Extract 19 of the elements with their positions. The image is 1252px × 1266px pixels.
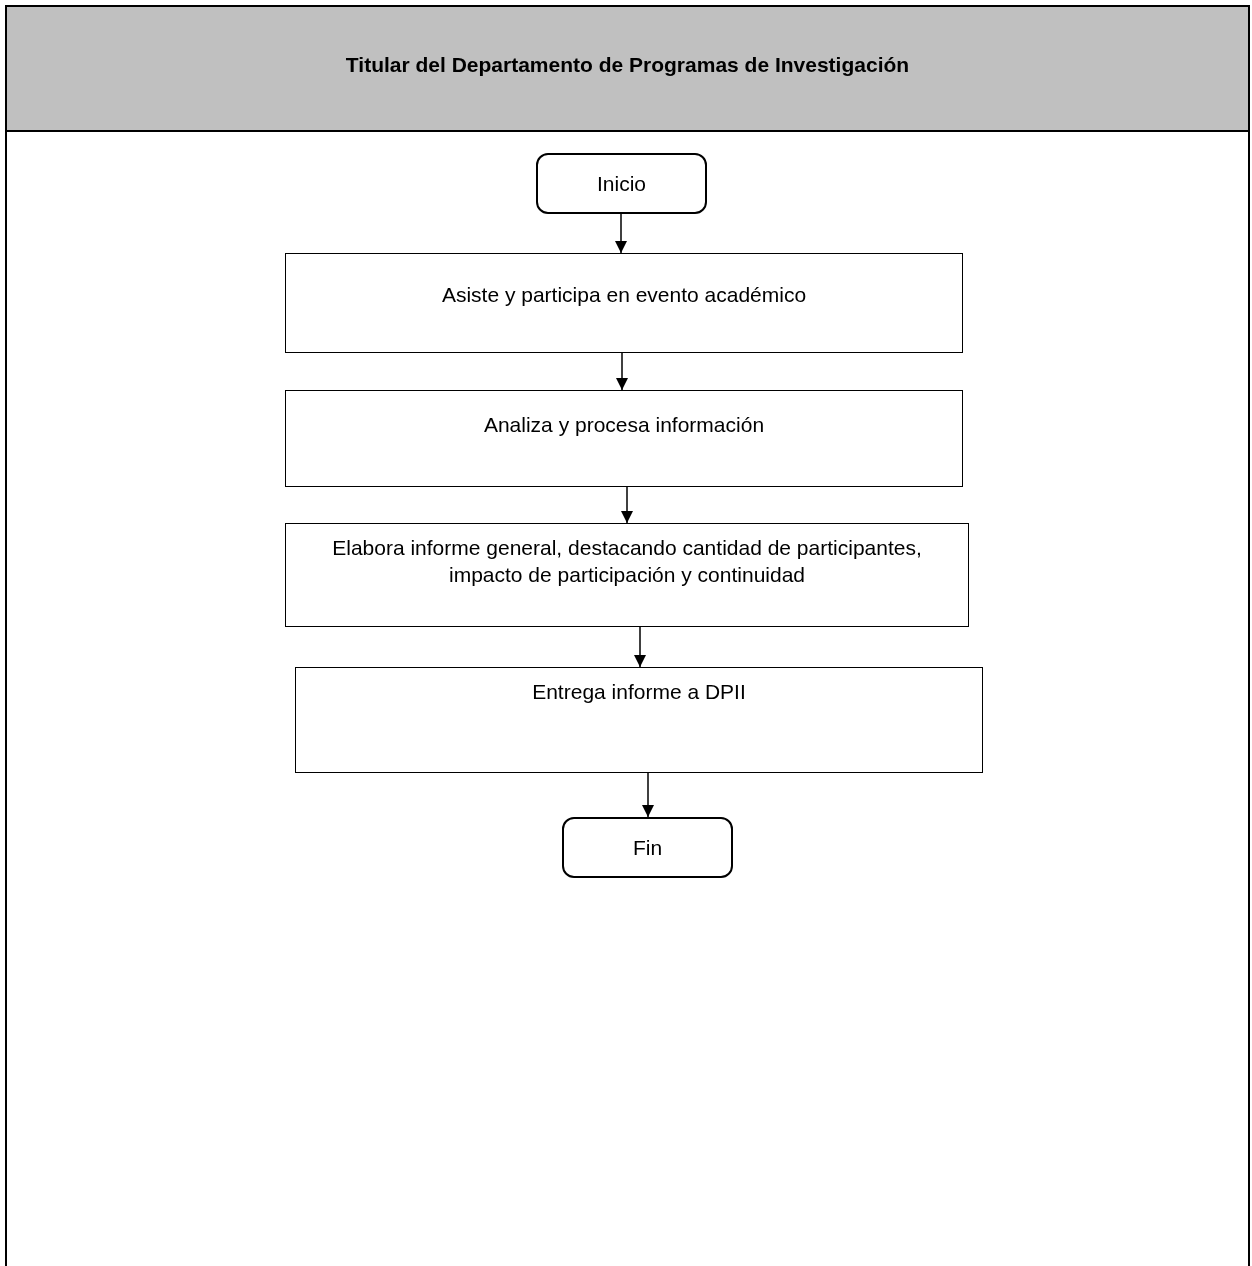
step-text: Analiza y procesa información	[483, 412, 765, 438]
step-text: Asiste y participa en evento académico	[441, 282, 807, 308]
process-box	[285, 390, 963, 487]
step-text: Fin	[632, 834, 663, 861]
arrow	[642, 772, 654, 818]
arrow	[621, 486, 633, 524]
step-text: Entrega informe a DPII	[532, 679, 746, 705]
swimlane	[5, 5, 1250, 1266]
step-text: Elabora informe general, destacando cantidad de participantes, impacto de participación y continuidad	[331, 535, 923, 589]
terminal-box	[562, 817, 733, 878]
process-box	[295, 667, 983, 773]
process-box	[285, 253, 963, 353]
process-box	[285, 523, 969, 627]
lane-title: Titular del Departamento de Programas de Investigación	[345, 52, 910, 77]
terminal-box	[536, 153, 707, 214]
arrow	[616, 352, 628, 391]
arrow	[615, 213, 627, 254]
arrow	[634, 626, 646, 668]
step-text: Inicio	[597, 170, 646, 197]
